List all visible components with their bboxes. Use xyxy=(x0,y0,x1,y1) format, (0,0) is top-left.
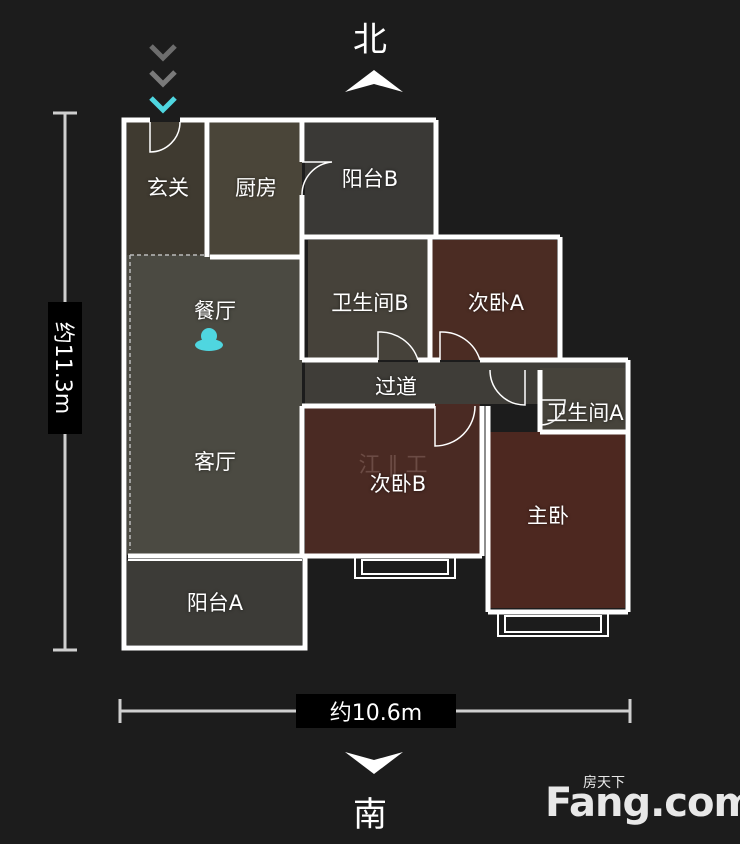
room-label-bathroom-b: 卫生间B xyxy=(331,291,409,315)
height-dimension-text: 约11.3m xyxy=(50,321,76,415)
room-floors xyxy=(127,122,625,645)
location-marker-icon xyxy=(195,328,223,351)
south-label: 南 xyxy=(353,795,387,835)
doors xyxy=(149,121,566,447)
room-label-bathroom-a: 卫生间A xyxy=(546,401,624,425)
dashed-dividers xyxy=(129,254,205,550)
room-label-corridor: 过道 xyxy=(375,375,417,399)
room-label-bedroom-b: 次卧B xyxy=(369,472,427,496)
width-dimension-label: 约10.6m xyxy=(296,694,456,728)
room-label-bedroom-a: 次卧A xyxy=(467,291,525,315)
height-dimension-label: 约11.3m xyxy=(48,302,82,434)
room-label-kitchen: 厨房 xyxy=(235,176,277,200)
south-arrow-icon xyxy=(345,752,403,774)
entrance-arrow-icon xyxy=(149,44,177,114)
room-label-entrance: 玄关 xyxy=(147,176,189,200)
north-label: 北 xyxy=(353,20,387,60)
room-label-dining: 餐厅 xyxy=(194,299,236,323)
logo-subtitle: 房天下 xyxy=(583,775,625,791)
bay-windows xyxy=(354,555,609,637)
room-label-master: 主卧 xyxy=(527,504,569,528)
fang-logo: 房天下 Fang.com xyxy=(545,772,740,832)
room-label-balcony-b: 阳台B xyxy=(341,167,399,191)
logo-text: Fang.com xyxy=(545,780,740,826)
north-arrow-icon xyxy=(345,70,403,92)
svg-text:江 ‖ 工: 江 ‖ 工 xyxy=(359,453,428,478)
room-label-balcony-a: 阳台A xyxy=(186,591,244,615)
room-label-living: 客厅 xyxy=(194,450,236,474)
